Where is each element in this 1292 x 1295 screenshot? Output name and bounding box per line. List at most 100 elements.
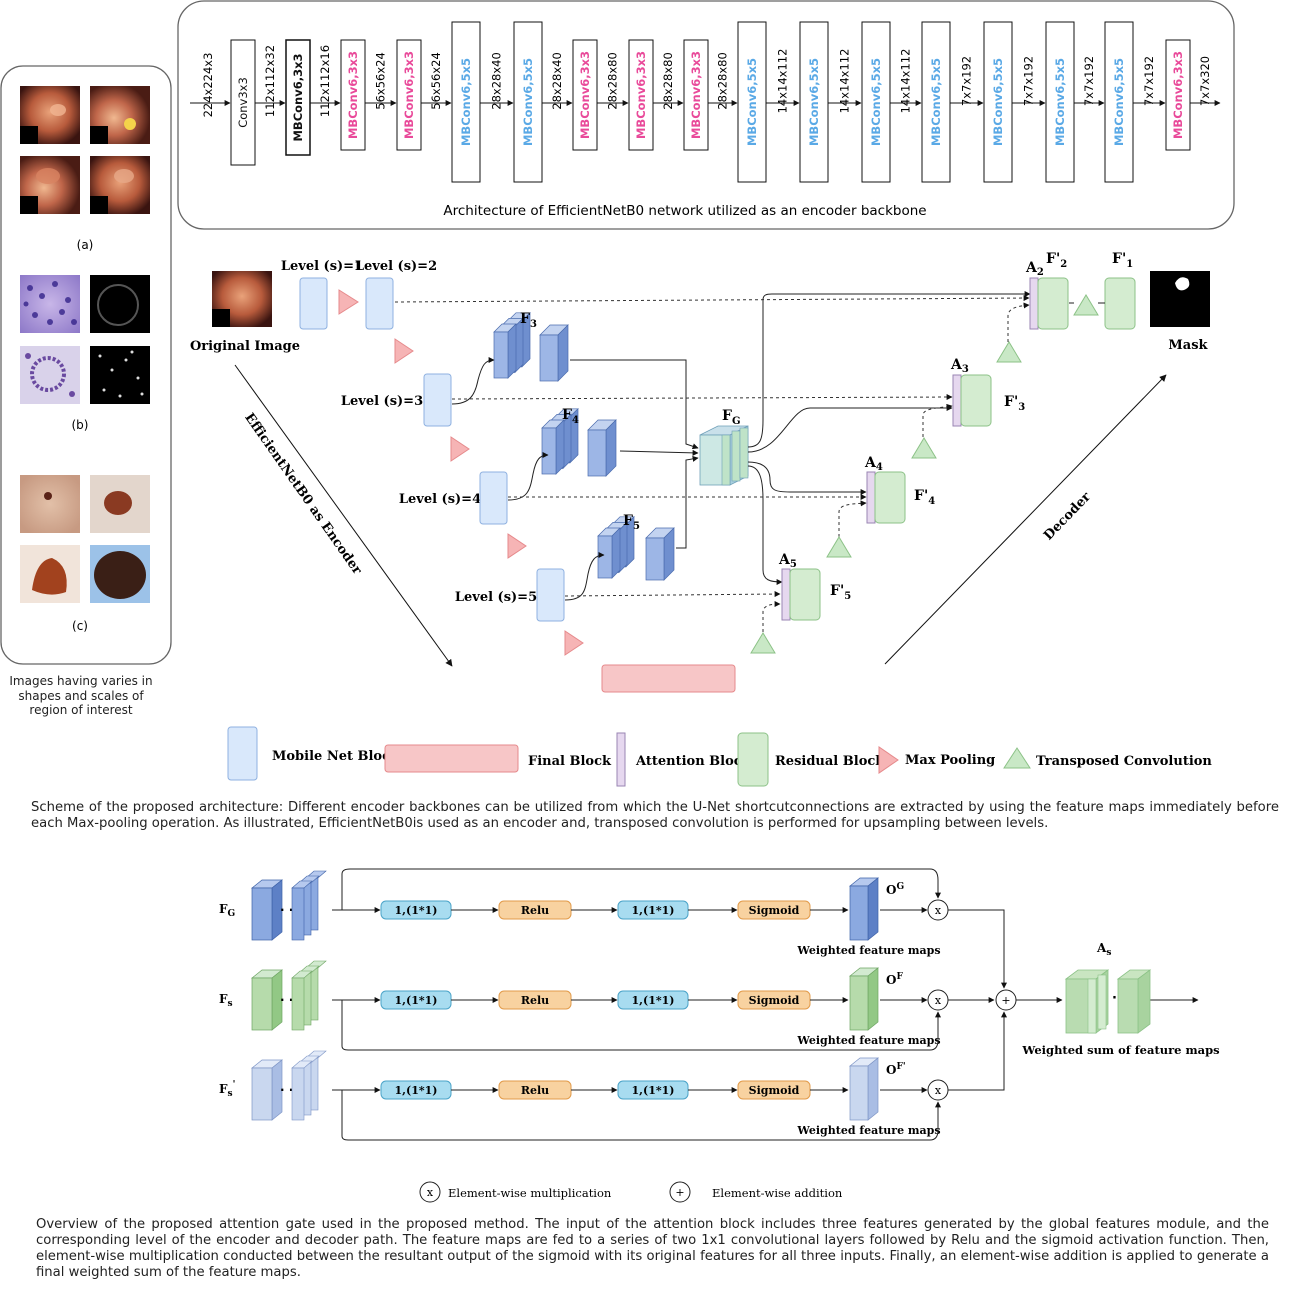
encoder-layer-name: Conv3x3 — [236, 77, 250, 128]
level-4-label: Level (s)=4 — [399, 492, 481, 507]
encoder-layer-box — [683, 39, 709, 151]
architecture-caption: Scheme of the proposed architecture: Dif… — [31, 800, 1279, 831]
legend-add-icon — [669, 1181, 691, 1203]
gate-output-label: OF' — [886, 1062, 906, 1077]
encoder-layer-box — [1045, 21, 1075, 183]
legend-final-label: Final Block — [528, 754, 612, 769]
tconv-4 — [826, 536, 852, 558]
global-feature-block — [699, 425, 749, 486]
sigmoid-box-label: Sigmoid — [749, 1084, 800, 1097]
label-a: (a) — [77, 238, 94, 252]
legend-mobile-swatch — [227, 726, 258, 781]
encoder-layer-name: MBConv6,3x3 — [1171, 51, 1185, 139]
encoder-layer-name: MBConv6,5x5 — [869, 58, 883, 146]
relu-box-label: Relu — [521, 994, 549, 1007]
legend-residual-swatch — [737, 732, 769, 787]
label-c: (c) — [72, 619, 88, 633]
sigmoid-box-label: Sigmoid — [749, 994, 800, 1007]
attention-block-2 — [1029, 277, 1039, 330]
skip-connections — [394, 295, 1030, 632]
encoder-layer-name: MBConv6,5x5 — [521, 58, 535, 146]
sigmoid-box-label: Sigmoid — [749, 904, 800, 917]
encoder-output-shape: 14x14x112 — [838, 49, 852, 114]
f3-label: F3 — [520, 311, 537, 330]
attention-gate-caption: Overview of the proposed attention gate … — [36, 1217, 1269, 1280]
legend-add-symbol: + — [675, 1186, 684, 1199]
decoder-blocks — [750, 277, 1136, 654]
tconv-2 — [996, 341, 1022, 363]
pool-2 — [394, 338, 414, 364]
encoder-layer-box — [921, 21, 951, 183]
a3-label: A3 — [950, 357, 969, 375]
f3-prime-label: F'3 — [1004, 394, 1025, 413]
add-node — [995, 989, 1017, 1011]
encoder-layer-name: MBConv6,3x3 — [689, 51, 703, 139]
decoder-arrow — [884, 374, 1167, 665]
f4-stack — [541, 407, 579, 475]
level-5-label: Level (s)=5 — [455, 590, 537, 605]
conv-box-1-label: 1,(1*1) — [395, 994, 438, 1007]
conv-box-2-label: 1,(1*1) — [632, 1084, 675, 1097]
legend-pool-label: Max Pooling — [905, 753, 995, 768]
f5-stack — [597, 515, 635, 579]
encoder-output-shape: 7x7x192 — [960, 56, 974, 106]
gate-input-label: Fs' — [219, 1080, 235, 1099]
encoder-layer-name: MBConv6,5x5 — [1112, 58, 1126, 146]
mobile-block-level-5 — [536, 568, 565, 622]
encoder-label: EfficientNetB0 as Encoder — [241, 411, 364, 578]
encoder-layer-name: MBConv6,5x5 — [991, 58, 1005, 146]
encoder-output-shape: 7x7x192 — [1022, 56, 1036, 106]
left-panel: (a) (b) — [0, 65, 172, 665]
tconv-1 — [1073, 294, 1099, 316]
legend-tconv-swatch — [1003, 747, 1031, 769]
gate-output-label: OF — [886, 972, 903, 987]
unet-diagram: Original Image Mask EfficientNetB0 as En… — [190, 251, 1210, 693]
legend-final-swatch — [384, 744, 519, 773]
multiply-symbol: x — [935, 904, 942, 917]
encoder-layer-name: MBConv6,5x5 — [459, 58, 473, 146]
encoder-output-shape: 7x7x320 — [1198, 56, 1212, 106]
f2-prime-label: F'2 — [1046, 251, 1067, 270]
encoder-layer-box — [230, 39, 256, 166]
legend-add-label: Element-wise addition — [712, 1186, 843, 1200]
f5-prime-label: F'5 — [830, 583, 851, 602]
encoder-layer-name: MBConv6,3x3 — [578, 51, 592, 139]
encoder-output-shape: 7x7x192 — [1142, 56, 1156, 106]
a5-label: A5 — [778, 552, 797, 570]
gate-output-label: OG — [886, 882, 904, 897]
encoder-layer-name: MBConv6,5x5 — [807, 58, 821, 146]
legend-mobile-label: Mobile Net Block — [272, 749, 400, 764]
skin-image — [20, 475, 80, 533]
conv-box-2-label: 1,(1*1) — [632, 904, 675, 917]
f3-stack — [493, 311, 531, 379]
gate-input-label: FG — [219, 902, 235, 919]
encoder-input-shape: 224x224x3 — [201, 53, 215, 118]
pool-5 — [564, 630, 584, 656]
encoder-layer-box — [340, 39, 366, 151]
encoder-layer-name: MBConv6,3x3 — [291, 53, 305, 141]
legend-tconv-label: Transposed Convolution — [1036, 754, 1212, 769]
level-3-label: Level (s)=3 — [341, 394, 423, 409]
encoder-output-shape: 112x112x16 — [318, 45, 332, 117]
legend-residual-label: Residual Block — [775, 754, 885, 769]
encoder-output-shape: 28x28x40 — [490, 52, 504, 110]
encoder-output-shape: 56x56x24 — [374, 52, 388, 110]
attention-block-5 — [781, 568, 791, 621]
left-panel-caption: Images having varies in shapes and scale… — [9, 674, 153, 717]
endoscopy-images — [20, 86, 150, 214]
attention-block-3 — [952, 374, 962, 427]
multiply-symbol: x — [935, 994, 942, 1007]
gate-sum-routing — [948, 909, 1199, 1091]
skin-lesion-images — [20, 475, 150, 603]
residual-block-4 — [874, 471, 906, 524]
encoder-layer-box — [451, 21, 481, 183]
encoder-layer-name: MBConv6,5x5 — [745, 58, 759, 146]
f4-prime-label: F'4 — [914, 488, 935, 507]
tconv-3 — [911, 437, 937, 459]
f5-stack-b — [645, 527, 675, 581]
encoder-layer-box — [861, 21, 891, 183]
